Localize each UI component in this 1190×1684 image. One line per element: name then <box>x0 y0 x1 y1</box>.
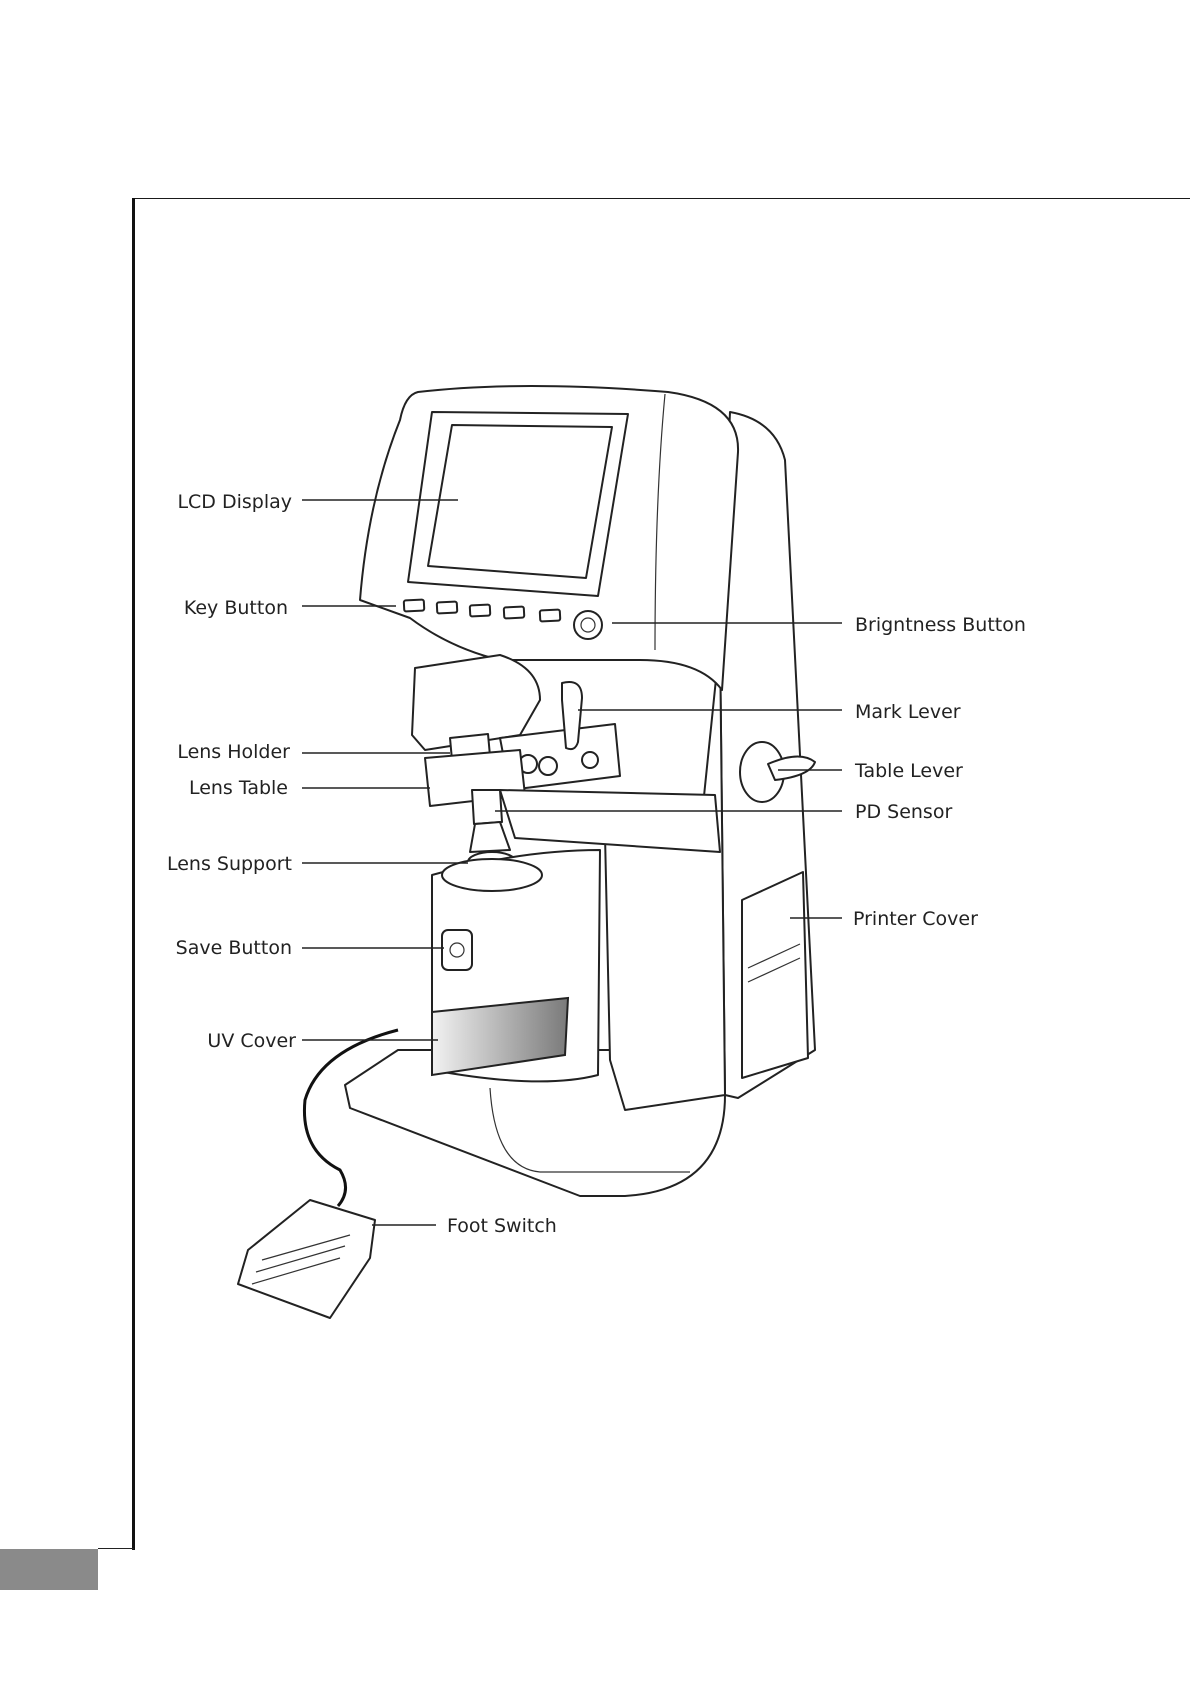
pd-sensor <box>472 790 502 824</box>
label-lcd-display: LCD Display <box>177 491 292 513</box>
label-uv-cover: UV Cover <box>207 1030 296 1052</box>
lcd-screen <box>428 425 612 578</box>
printer-cover-part <box>742 872 808 1078</box>
label-printer-cover: Printer Cover <box>853 908 978 930</box>
label-lens-holder: Lens Holder <box>177 741 290 763</box>
label-lens-table: Lens Table <box>189 777 288 799</box>
label-lens-support: Lens Support <box>167 853 292 875</box>
save-button-part <box>442 930 472 970</box>
label-foot-switch: Foot Switch <box>447 1215 557 1237</box>
label-brightness-button: Brigntness Button <box>855 614 1026 636</box>
label-pd-sensor: PD Sensor <box>855 801 952 823</box>
pd-sensor-arm <box>500 790 720 852</box>
brightness-knob <box>574 611 602 639</box>
lensmeter-illustration <box>238 386 815 1318</box>
mark-lever <box>562 682 582 749</box>
label-mark-lever: Mark Lever <box>855 701 961 723</box>
label-save-button: Save Button <box>176 937 292 959</box>
lens-support-nozzle <box>470 822 510 852</box>
foot-switch-part <box>238 1200 375 1318</box>
label-table-lever: Table Lever <box>854 760 963 782</box>
label-key-button: Key Button <box>184 597 288 619</box>
